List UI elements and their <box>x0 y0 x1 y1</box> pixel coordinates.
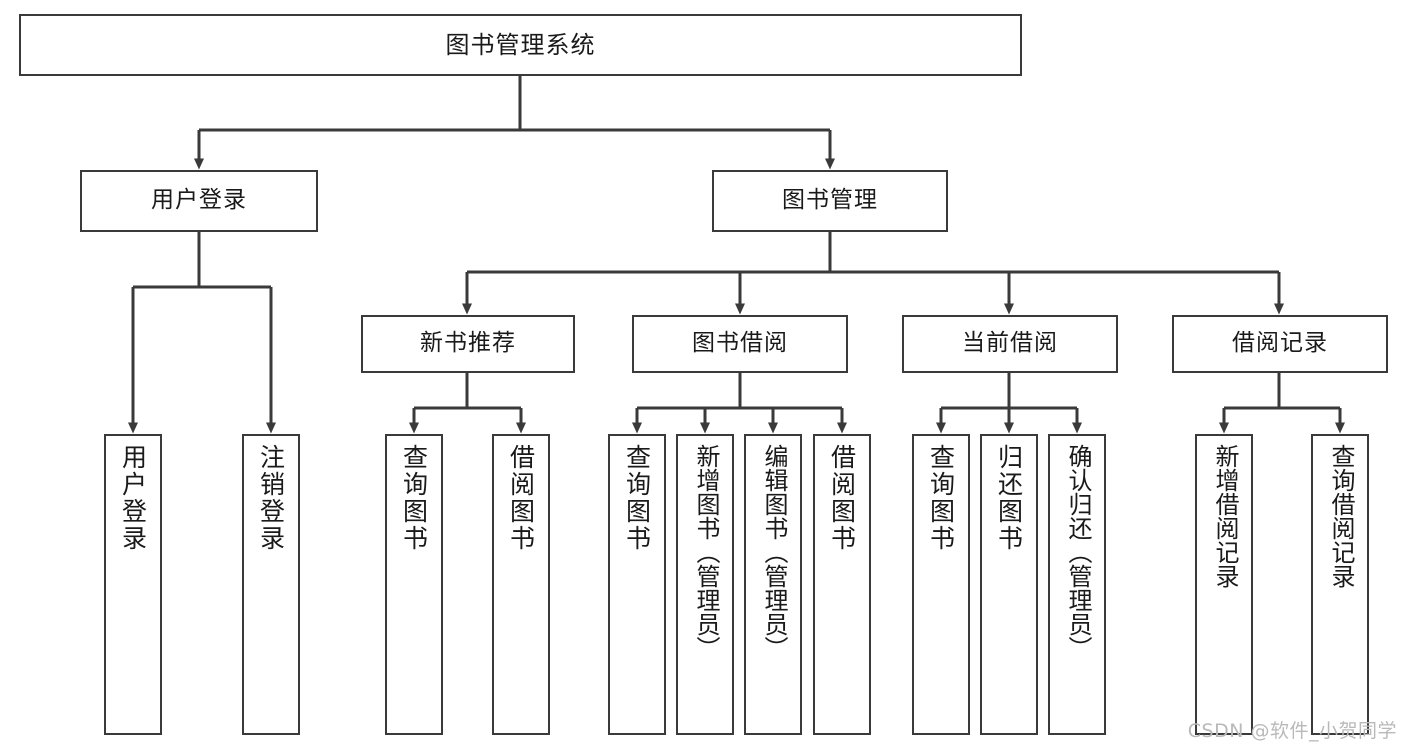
node-label: 借阅图书 <box>506 444 536 552</box>
node-label: 新增图书（管理员） <box>691 444 720 660</box>
leaf-user-login-login[interactable]: 用户登录 <box>104 434 162 735</box>
leaf-current-borrow-confirm-return[interactable]: 确认归还（管理员） <box>1048 434 1106 735</box>
node-label: 查询图书 <box>399 444 429 552</box>
node-book-management[interactable]: 图书管理 <box>712 170 948 232</box>
leaf-borrow-record-add[interactable]: 新增借阅记录 <box>1195 434 1253 735</box>
leaf-user-login-logout[interactable]: 注销登录 <box>242 434 300 735</box>
node-label: 编辑图书（管理员） <box>759 444 788 660</box>
node-user-login[interactable]: 用户登录 <box>80 170 318 232</box>
node-new-book-recommend[interactable]: 新书推荐 <box>361 315 575 373</box>
node-label: 查询图书 <box>926 444 956 552</box>
node-current-borrow[interactable]: 当前借阅 <box>902 315 1118 373</box>
leaf-book-borrow-query[interactable]: 查询图书 <box>608 434 666 735</box>
leaf-new-book-borrow[interactable]: 借阅图书 <box>492 434 550 735</box>
node-label: 确认归还（管理员） <box>1063 444 1092 660</box>
leaf-new-book-query[interactable]: 查询图书 <box>385 434 443 735</box>
leaf-current-borrow-return[interactable]: 归还图书 <box>980 434 1038 735</box>
node-label: 查询借阅记录 <box>1326 444 1355 588</box>
node-label: 当前借阅 <box>962 330 1058 357</box>
leaf-book-borrow-edit[interactable]: 编辑图书（管理员） <box>744 434 802 735</box>
leaf-book-borrow-borrow[interactable]: 借阅图书 <box>813 434 871 735</box>
node-label: 新书推荐 <box>420 330 516 357</box>
node-label: 借阅图书 <box>827 444 857 552</box>
csdn-watermark: CSDN @软件_小贺同学 <box>1187 720 1397 742</box>
node-label: 图书借阅 <box>692 330 788 357</box>
node-label: 用户登录 <box>151 187 247 214</box>
node-book-borrow[interactable]: 图书借阅 <box>632 315 848 373</box>
node-label: 新增借阅记录 <box>1210 444 1239 588</box>
node-label: 用户登录 <box>118 444 148 552</box>
node-borrow-record[interactable]: 借阅记录 <box>1172 315 1388 373</box>
node-label: 借阅记录 <box>1232 330 1328 357</box>
node-label: 归还图书 <box>994 444 1024 552</box>
node-label: 查询图书 <box>622 444 652 552</box>
leaf-book-borrow-add[interactable]: 新增图书（管理员） <box>676 434 734 735</box>
node-root-system[interactable]: 图书管理系统 <box>19 14 1022 76</box>
leaf-current-borrow-query[interactable]: 查询图书 <box>912 434 970 735</box>
node-label: 图书管理系统 <box>445 30 596 59</box>
node-label: 注销登录 <box>256 444 286 552</box>
leaf-borrow-record-query[interactable]: 查询借阅记录 <box>1311 434 1369 735</box>
node-label: 图书管理 <box>782 187 878 214</box>
